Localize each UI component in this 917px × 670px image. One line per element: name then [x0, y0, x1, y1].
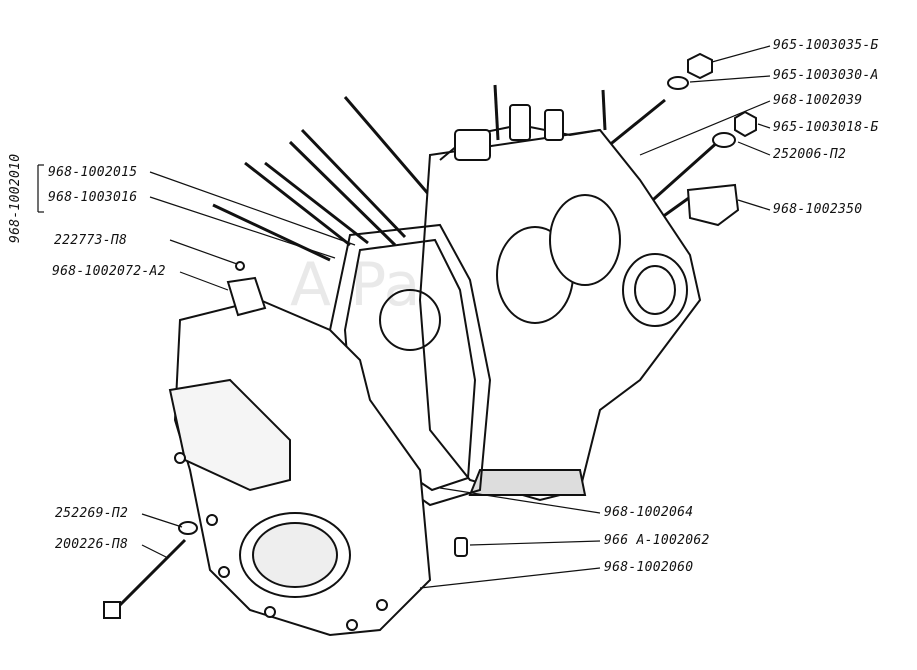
callout-968-1002039: 968-1002039 — [773, 93, 863, 108]
pin-966-1002062 — [454, 537, 468, 557]
callout-968-1002072: 968-1002072-А2 — [52, 264, 166, 279]
assembly-label: 968-1002010 — [8, 153, 23, 243]
screw-222773 — [235, 261, 245, 271]
nut-965-1003018 — [734, 110, 757, 138]
callout-966-1002062: 966 А-1002062 — [604, 533, 710, 548]
plate-968-1002072 — [226, 276, 267, 317]
callout-965-1003018: 965-1003018-Б — [773, 120, 879, 135]
callout-200226: 200226-П8 — [55, 537, 129, 552]
callout-252269: 252269-П2 — [55, 506, 129, 521]
callout-968-1003016: 968-1003016 — [48, 190, 138, 205]
cylinder-block — [418, 104, 702, 502]
callout-222773: 222773-П8 — [54, 233, 128, 248]
callout-968-1002015: 968-1002015 — [48, 165, 138, 180]
nut-965-1003035 — [687, 52, 713, 80]
bolt-200226 — [103, 538, 187, 619]
washer-965-1003030 — [667, 76, 689, 90]
callout-968-1002064: 968-1002064 — [604, 505, 694, 520]
washer-252006 — [712, 132, 736, 148]
bracket-968-1002350 — [686, 183, 740, 227]
front-housing — [168, 298, 432, 637]
washer-252269 — [178, 521, 198, 535]
callout-965-1003030: 965-1003030-А — [773, 68, 879, 83]
callout-968-1002060: 968-1002060 — [604, 560, 694, 575]
leader-lines — [37, 45, 771, 589]
callout-965-1003035: 965-1003035-Б — [773, 38, 879, 53]
callout-968-1002350: 968-1002350 — [773, 202, 863, 217]
callout-252006: 252006-П2 — [773, 147, 847, 162]
